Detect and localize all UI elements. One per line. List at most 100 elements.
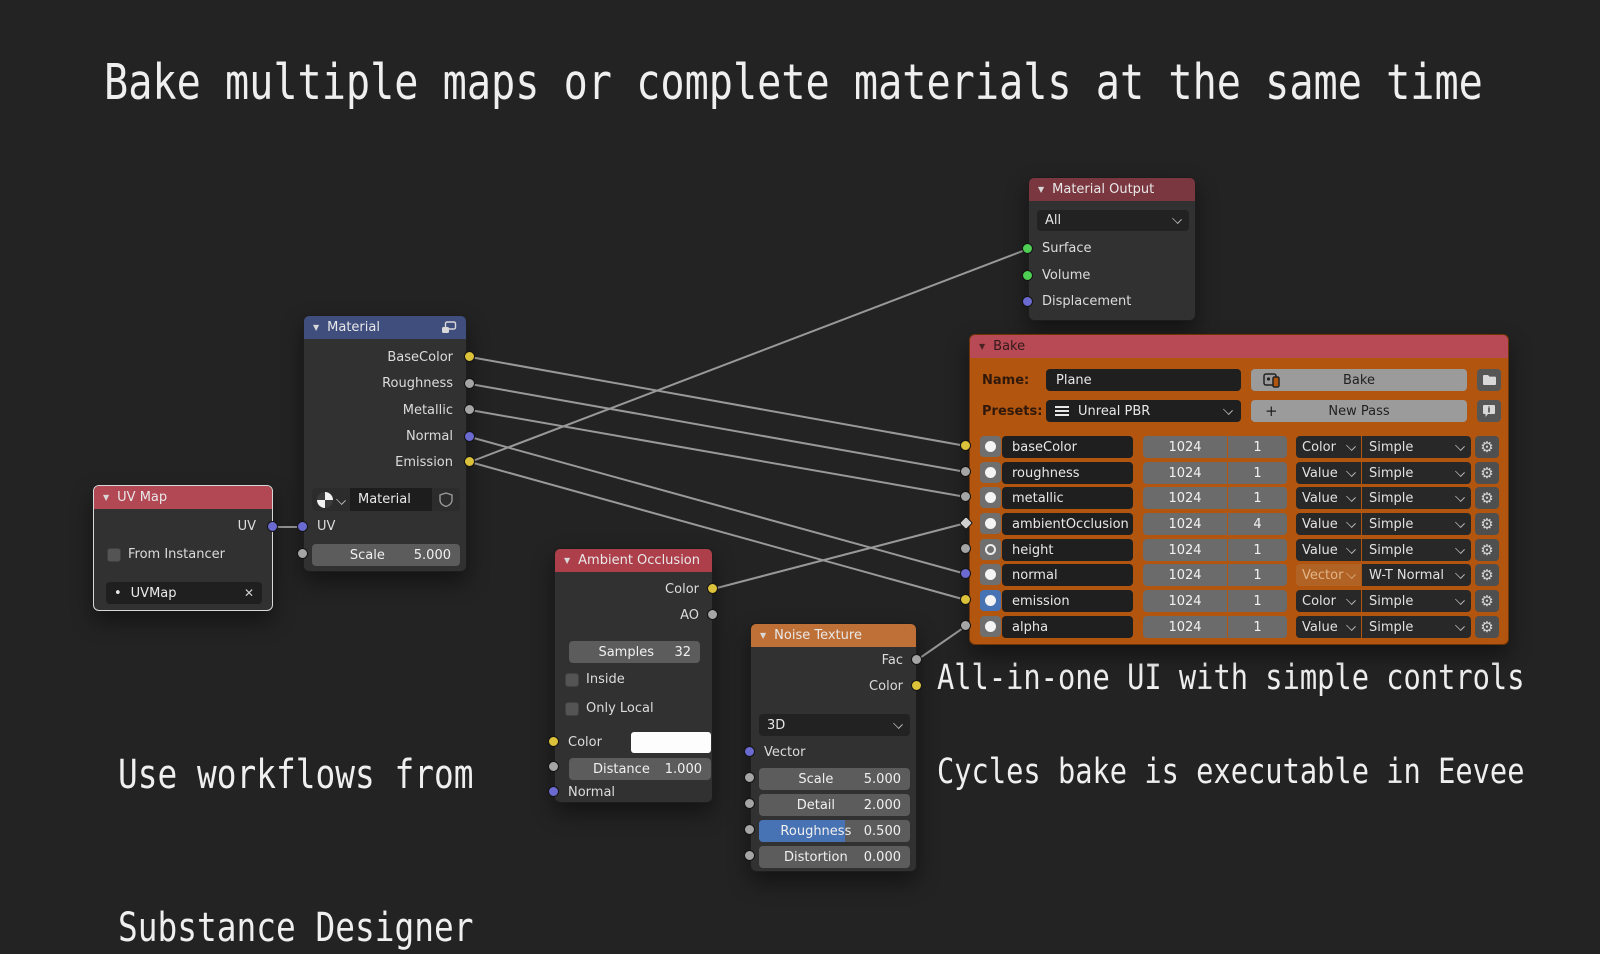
volume-input-socket[interactable]	[1022, 270, 1033, 281]
collapse-triangle-icon[interactable]: ▼	[313, 322, 320, 332]
fake-user-shield-icon[interactable]	[432, 492, 460, 507]
ao-color-swatch[interactable]	[631, 732, 711, 753]
bake-basecolor-input-socket[interactable]	[960, 440, 971, 451]
node-uv-map[interactable]: ▼ UV Map UV From Instancer • UVMap ✕	[93, 485, 273, 611]
noise-roughness-input-socket[interactable]	[744, 824, 755, 835]
pass-resolution-field[interactable]: 1024	[1143, 462, 1227, 484]
only-local-checkbox[interactable]	[565, 702, 579, 716]
pass-type-dropdown[interactable]: Value	[1296, 539, 1361, 561]
pass-settings-gear-icon[interactable]: ⚙	[1475, 616, 1499, 638]
pass-settings-gear-icon[interactable]: ⚙	[1475, 564, 1499, 586]
pass-settings-gear-icon[interactable]: ⚙	[1475, 436, 1499, 458]
material-scale-input-socket[interactable]	[297, 548, 308, 559]
noise-detail-input-socket[interactable]	[744, 798, 755, 809]
pass-resolution-field[interactable]: 1024	[1143, 539, 1227, 561]
pass-settings-gear-icon[interactable]: ⚙	[1475, 462, 1499, 484]
pass-name-field[interactable]: ambientOcclusion	[1002, 513, 1133, 535]
node-material-header[interactable]: ▼ Material	[304, 316, 466, 339]
node-material-output-header[interactable]: ▼ Material Output	[1029, 178, 1195, 201]
pass-mode-dropdown[interactable]: Simple	[1362, 539, 1471, 561]
bake-button[interactable]: Bake	[1251, 369, 1467, 391]
pass-type-dropdown[interactable]: Value	[1296, 513, 1361, 535]
pass-name-field[interactable]: baseColor	[1002, 436, 1133, 458]
pass-count-field[interactable]: 1	[1228, 590, 1287, 612]
inside-checkbox[interactable]	[565, 673, 579, 687]
node-ambient-occlusion-header[interactable]: ▼ Ambient Occlusion	[555, 549, 712, 572]
pass-count-field[interactable]: 4	[1228, 513, 1287, 535]
bake-height-input-socket[interactable]	[960, 543, 971, 554]
pass-name-field[interactable]: metallic	[1002, 487, 1133, 509]
collapse-triangle-icon[interactable]: ▼	[979, 341, 986, 351]
node-noise-texture-header[interactable]: ▼ Noise Texture	[751, 624, 916, 647]
pass-mode-dropdown[interactable]: Simple	[1362, 616, 1471, 638]
ao-distance-input-socket[interactable]	[548, 761, 559, 772]
pass-mode-dropdown[interactable]: Simple	[1362, 513, 1471, 535]
noise-color-output-socket[interactable]	[911, 680, 922, 691]
bake-metallic-input-socket[interactable]	[960, 491, 971, 502]
node-material[interactable]: ▼ Material BaseColor Roughness Metallic …	[303, 315, 467, 572]
pass-enable-toggle[interactable]	[980, 590, 1001, 611]
pass-resolution-field[interactable]: 1024	[1143, 436, 1227, 458]
info-button[interactable]: i	[1477, 400, 1501, 422]
samples-slider[interactable]: Samples 32	[569, 641, 700, 663]
pass-name-field[interactable]: emission	[1002, 590, 1133, 612]
pass-mode-dropdown[interactable]: Simple	[1362, 487, 1471, 509]
noise-distortion-input-socket[interactable]	[744, 850, 755, 861]
material-selector[interactable]: Material	[312, 488, 460, 511]
surface-input-socket[interactable]	[1022, 243, 1033, 254]
material-scale-slider[interactable]: Scale 5.000	[312, 544, 460, 566]
pass-settings-gear-icon[interactable]: ⚙	[1475, 590, 1499, 612]
material-uv-input-socket[interactable]	[297, 521, 308, 532]
new-pass-button[interactable]: + New Pass	[1251, 400, 1467, 422]
uvmap-uv-output-socket[interactable]	[267, 521, 278, 532]
pass-count-field[interactable]: 1	[1228, 487, 1287, 509]
open-folder-button[interactable]	[1477, 369, 1501, 391]
pass-name-field[interactable]: alpha	[1002, 616, 1133, 638]
noise-fac-output-socket[interactable]	[911, 654, 922, 665]
collapse-triangle-icon[interactable]: ▼	[564, 555, 571, 565]
node-uv-map-header[interactable]: ▼ UV Map	[94, 486, 272, 509]
noise-vector-input-socket[interactable]	[744, 746, 755, 757]
bake-roughness-input-socket[interactable]	[960, 466, 971, 477]
pass-count-field[interactable]: 1	[1228, 462, 1287, 484]
bake-name-input[interactable]: Plane	[1046, 369, 1241, 391]
pass-enable-toggle[interactable]	[980, 513, 1001, 534]
pass-type-dropdown[interactable]: Value	[1296, 462, 1361, 484]
material-metallic-output-socket[interactable]	[464, 404, 475, 415]
node-noise-texture[interactable]: ▼ Noise Texture Fac Color 3D Vector Scal…	[750, 623, 917, 872]
unlink-x-icon[interactable]: ✕	[243, 586, 254, 600]
uv-map-name-field[interactable]: • UVMap ✕	[106, 582, 262, 604]
bake-alpha-input-socket[interactable]	[960, 620, 971, 631]
pass-resolution-field[interactable]: 1024	[1143, 616, 1227, 638]
pass-count-field[interactable]: 1	[1228, 564, 1287, 586]
pass-mode-dropdown[interactable]: W-T Normal	[1362, 564, 1471, 586]
pass-type-dropdown[interactable]: Value	[1296, 616, 1361, 638]
output-target-dropdown[interactable]: All	[1037, 210, 1189, 231]
collapse-triangle-icon[interactable]: ▼	[1038, 184, 1045, 194]
pass-enable-toggle[interactable]	[980, 564, 1001, 585]
ao-ao-output-socket[interactable]	[707, 609, 718, 620]
bake-normal-input-socket[interactable]	[960, 568, 971, 579]
noise-roughness-slider[interactable]: Roughness 0.500	[759, 820, 910, 842]
pass-count-field[interactable]: 1	[1228, 616, 1287, 638]
displacement-input-socket[interactable]	[1022, 296, 1033, 307]
pass-resolution-field[interactable]: 1024	[1143, 590, 1227, 612]
pass-enable-toggle[interactable]	[980, 436, 1001, 457]
material-emission-output-socket[interactable]	[464, 456, 475, 467]
pass-enable-toggle[interactable]	[980, 539, 1001, 560]
noise-scale-input-socket[interactable]	[744, 772, 755, 783]
pass-enable-toggle[interactable]	[980, 462, 1001, 483]
pass-mode-dropdown[interactable]: Simple	[1362, 436, 1471, 458]
pass-settings-gear-icon[interactable]: ⚙	[1475, 539, 1499, 561]
pass-name-field[interactable]: height	[1002, 539, 1133, 561]
noise-dimensions-dropdown[interactable]: 3D	[759, 714, 910, 736]
pass-settings-gear-icon[interactable]: ⚙	[1475, 513, 1499, 535]
pass-name-field[interactable]: normal	[1002, 564, 1133, 586]
material-sphere-icon[interactable]	[317, 491, 333, 508]
collapse-triangle-icon[interactable]: ▼	[103, 492, 110, 502]
noise-distortion-slider[interactable]: Distortion 0.000	[759, 846, 910, 868]
chevron-down-icon[interactable]	[336, 494, 346, 505]
material-normal-output-socket[interactable]	[464, 431, 475, 442]
node-bake-header[interactable]: ▼ Bake	[970, 335, 1508, 358]
ao-color-output-socket[interactable]	[707, 583, 718, 594]
